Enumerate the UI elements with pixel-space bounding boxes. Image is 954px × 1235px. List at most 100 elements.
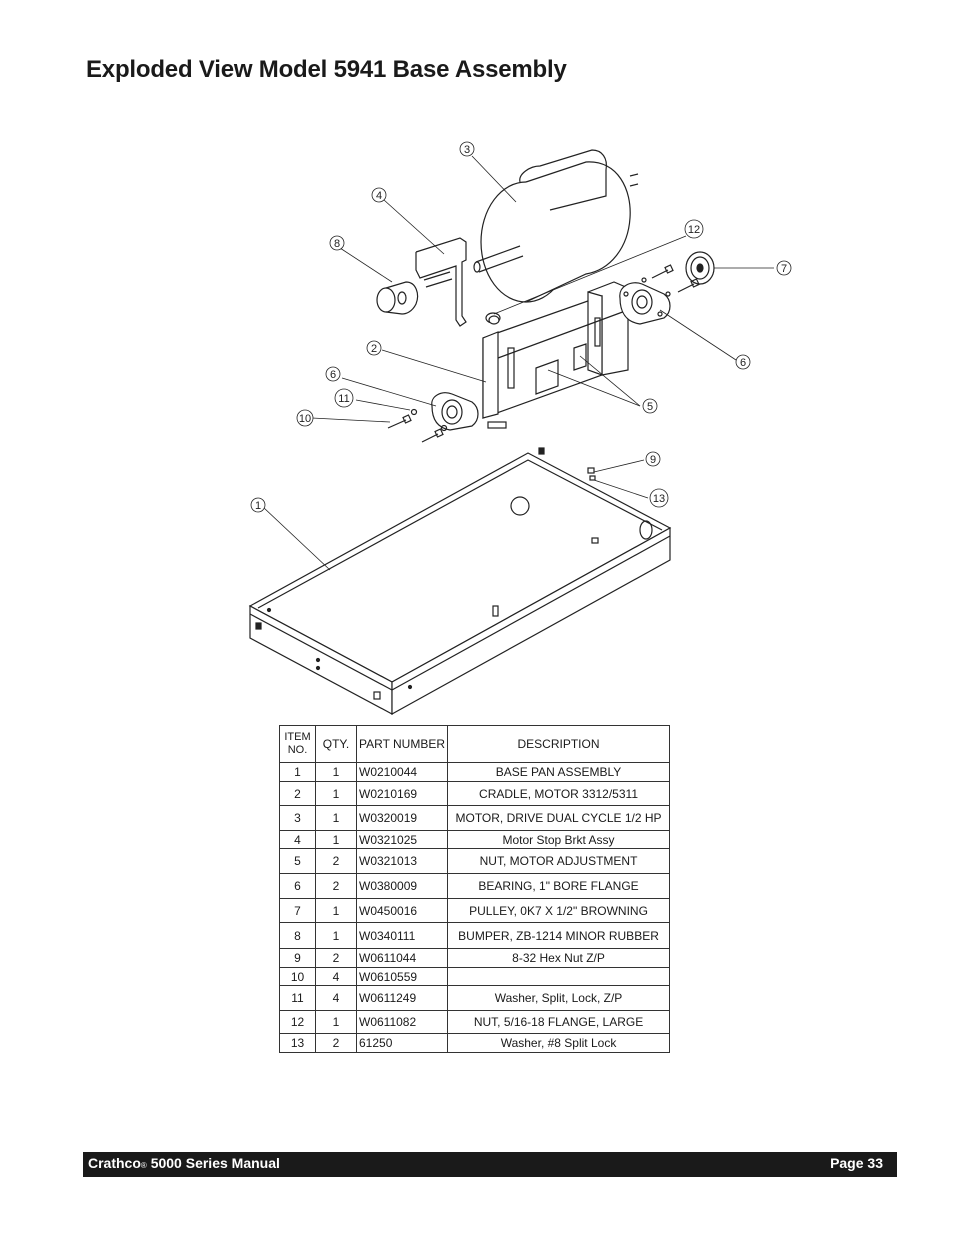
cell-item-no: 6: [279, 873, 316, 899]
callout-circles: [250, 141, 792, 513]
callout-label-13: 13: [653, 493, 665, 505]
callout-label-6b: 6: [740, 357, 746, 369]
cell-item-no: 7: [279, 898, 316, 923]
cell-qty: 1: [315, 922, 357, 949]
callout-label-8: 8: [334, 238, 340, 250]
callout-label-10: 10: [299, 413, 311, 425]
cell-part-number: W0210044: [355, 762, 449, 782]
cell-item-no: 11: [279, 985, 316, 1011]
cell-item-no: 8: [279, 922, 316, 949]
cell-description: BASE PAN ASSEMBLY: [447, 762, 671, 782]
cell-part-number: W0210169: [355, 781, 449, 806]
cell-part-number: W0321025: [355, 830, 449, 849]
cell-description: CRADLE, MOTOR 3312/5311: [447, 781, 671, 806]
motor-shape: [473, 149, 639, 303]
cell-part-number: W0611082: [355, 1010, 449, 1034]
callout-label-9: 9: [650, 454, 656, 466]
cell-item-no: 1: [279, 762, 316, 782]
pulley-shape: [685, 251, 715, 285]
cell-description: MOTOR, DRIVE DUAL CYCLE 1/2 HP: [447, 805, 671, 831]
cell-description: Motor Stop Brkt Assy: [447, 830, 671, 849]
cell-part-number: W0611249: [355, 985, 449, 1011]
cell-item-no: 12: [279, 1010, 316, 1034]
cell-item-no: 9: [279, 948, 316, 968]
cell-qty: 1: [315, 805, 357, 831]
cell-description: BUMPER, ZB-1214 MINOR RUBBER: [447, 922, 671, 949]
cell-part-number: W0611044: [355, 948, 449, 968]
page-title: Exploded View Model 5941 Base Assembly: [86, 56, 567, 83]
cell-qty: 2: [315, 1033, 357, 1053]
cell-item-no: 13: [279, 1033, 316, 1053]
bumper-shape: [376, 281, 419, 315]
header-description: DESCRIPTION: [447, 725, 671, 763]
cell-description: NUT, 5/16-18 FLANGE, LARGE: [447, 1010, 671, 1034]
cell-part-number: W0610559: [355, 967, 449, 986]
bearing-right-shape: [619, 282, 671, 325]
exploded-view-drawing: 1 2 3 4 5 6 6 7 8 9 10 11 12 13: [240, 130, 792, 720]
cell-description: 8-32 Hex Nut Z/P: [447, 948, 671, 968]
bearing-left-shape: [431, 392, 479, 431]
header-part-number: PART NUMBER: [355, 725, 449, 763]
cell-description: NUT, MOTOR ADJUSTMENT: [447, 848, 671, 874]
footer-page-number: Page 33: [830, 1155, 883, 1171]
callout-label-2: 2: [371, 343, 377, 355]
cell-item-no: 4: [279, 830, 316, 849]
cell-item-no: 3: [279, 805, 316, 831]
page-footer: Crathco® 5000 Series Manual Page 33: [83, 1152, 897, 1177]
cell-qty: 2: [315, 873, 357, 899]
cell-part-number: W0450016: [355, 898, 449, 923]
cell-part-number: W0321013: [355, 848, 449, 874]
cell-description: PULLEY, 0K7 X 1/2" BROWNING: [447, 898, 671, 923]
cell-item-no: 5: [279, 848, 316, 874]
cell-qty: 1: [315, 898, 357, 923]
cell-item-no: 2: [279, 781, 316, 806]
cell-qty: 1: [315, 830, 357, 849]
cell-description: [447, 967, 671, 986]
motor-stop-bracket-shape: [415, 237, 467, 327]
callout-label-6a: 6: [330, 369, 336, 381]
callout-label-3: 3: [464, 144, 470, 156]
cell-part-number: W0340111: [355, 922, 449, 949]
cell-qty: 4: [315, 967, 357, 986]
callout-label-12: 12: [688, 224, 700, 236]
cell-qty: 2: [315, 848, 357, 874]
leader-lines: [263, 155, 774, 571]
cell-part-number: W0380009: [355, 873, 449, 899]
cell-item-no: 10: [279, 967, 316, 986]
callout-label-4: 4: [376, 190, 382, 202]
cell-qty: 4: [315, 985, 357, 1011]
motor-cradle-shape: [482, 281, 629, 429]
callout-label-11: 11: [338, 393, 349, 405]
base-pan-shape: [248, 452, 672, 716]
callout-label-5: 5: [647, 401, 653, 413]
cell-qty: 1: [315, 781, 357, 806]
cell-qty: 1: [315, 762, 357, 782]
cell-qty: 1: [315, 1010, 357, 1034]
cell-description: BEARING, 1" BORE FLANGE: [447, 873, 671, 899]
callout-label-1: 1: [255, 500, 261, 512]
callout-label-7: 7: [781, 263, 787, 275]
cell-part-number: W0320019: [355, 805, 449, 831]
footer-manual-title: Crathco® 5000 Series Manual: [88, 1155, 280, 1171]
cell-description: Washer, Split, Lock, Z/P: [447, 985, 671, 1011]
cell-description: Washer, #8 Split Lock: [447, 1033, 671, 1053]
cell-part-number: 61250: [355, 1033, 449, 1053]
header-qty: QTY.: [315, 725, 357, 763]
